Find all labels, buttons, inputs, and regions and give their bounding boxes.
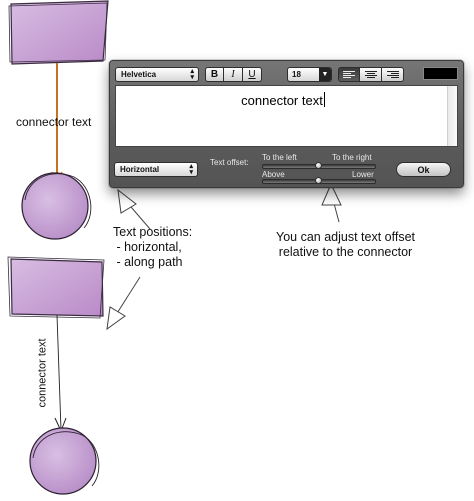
text-offset-label: Text offset: [210, 158, 249, 167]
bold-button[interactable]: B [205, 67, 224, 82]
font-family-value: Helvetica [121, 70, 157, 79]
font-family-select[interactable]: Helvetica ▴▾ [115, 67, 199, 82]
select-arrows-icon: ▴▾ [189, 163, 193, 176]
callout-arrow-to-slider [321, 182, 342, 223]
lower-label: Lower [352, 170, 374, 179]
callout-arrow-to-vertical-text [106, 276, 141, 331]
top-rectangle-shape[interactable] [8, 0, 109, 65]
font-style-group: B I U [205, 67, 262, 82]
align-right-icon [386, 71, 399, 78]
align-center-icon [364, 71, 377, 78]
underline-label: U [248, 69, 256, 80]
bold-label: B [210, 69, 219, 80]
text-cursor [324, 92, 325, 107]
middle-rectangle-shape[interactable] [7, 256, 105, 319]
text-positions-note: Text positions: - horizontal, - along pa… [113, 225, 193, 269]
vertical-connector[interactable] [54, 314, 67, 433]
to-the-left-label: To the left [262, 153, 297, 162]
align-left-button[interactable] [338, 67, 360, 82]
select-arrows-icon: ▴▾ [190, 68, 194, 81]
text-style-panel: Helvetica ▴▾ B I U 18 ▼ [109, 60, 464, 188]
align-right-button[interactable] [382, 67, 404, 82]
above-label: Above [262, 170, 285, 179]
horizontal-offset-slider-knob[interactable] [314, 162, 322, 169]
font-size-value: 18 [292, 70, 301, 79]
callout-arrow-to-circle [117, 188, 151, 230]
italic-button[interactable]: I [224, 67, 243, 82]
underline-button[interactable]: U [243, 67, 262, 82]
bottom-circle-shape[interactable] [29, 427, 100, 495]
offset-adjust-note: You can adjust text offset relative to t… [276, 230, 415, 259]
dropdown-arrow-icon: ▼ [319, 68, 331, 81]
connector-text-along-path[interactable]: connector text [36, 338, 49, 408]
align-left-icon [343, 71, 355, 78]
text-orientation-select[interactable]: Horizontal ▴▾ [114, 162, 198, 177]
connector-text-editor[interactable]: connector text [115, 85, 458, 147]
italic-label: I [231, 69, 235, 80]
to-the-right-label: To the right [332, 153, 372, 162]
align-center-button[interactable] [360, 67, 382, 82]
editor-scrollbar[interactable] [447, 86, 457, 146]
connector-text-label[interactable]: connector text [16, 115, 92, 129]
font-size-select[interactable]: 18 ▼ [287, 67, 332, 82]
top-circle-shape[interactable] [21, 172, 92, 240]
editor-text: connector text [241, 93, 323, 108]
text-color-well[interactable] [423, 67, 458, 80]
vertical-offset-slider-knob[interactable] [314, 177, 322, 184]
orientation-value: Horizontal [120, 165, 160, 174]
ok-button[interactable]: Ok [396, 162, 451, 177]
text-alignment-group [338, 67, 404, 82]
ok-label: Ok [417, 164, 430, 175]
